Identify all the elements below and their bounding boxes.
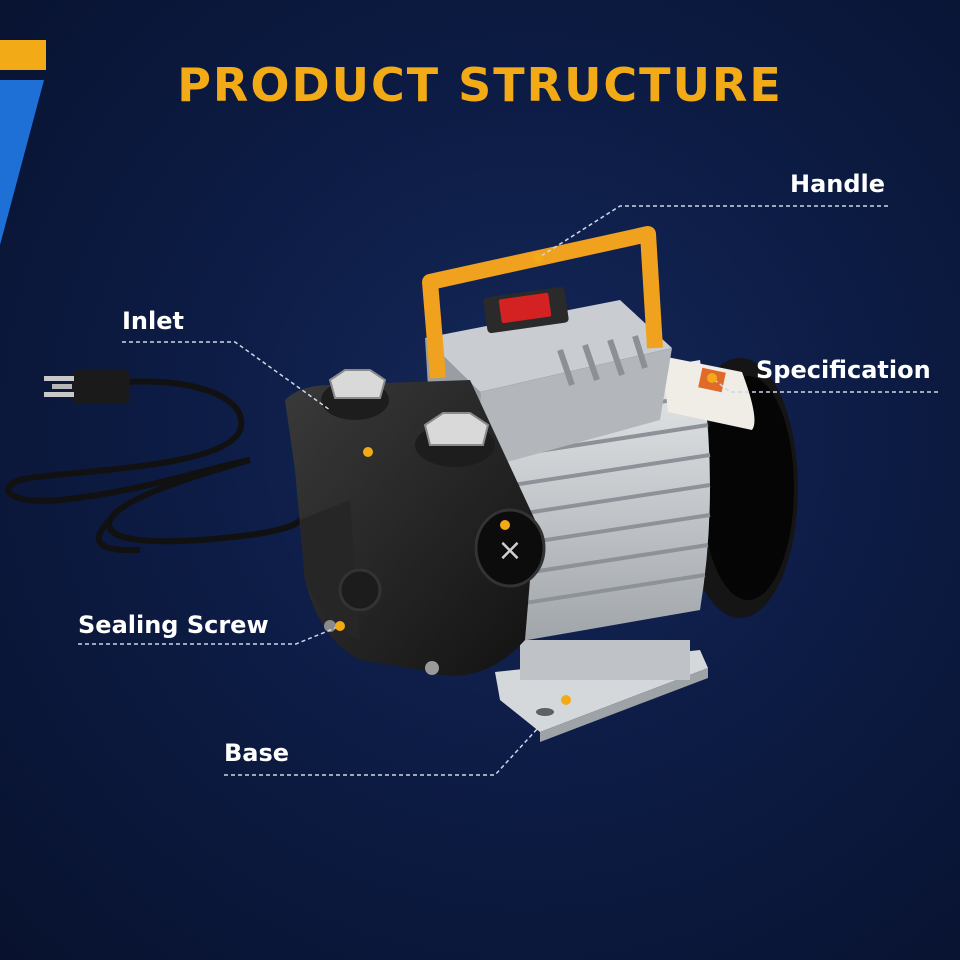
label-handle: Handle — [790, 170, 886, 198]
outlet-fitting — [415, 412, 495, 467]
label-sealing-screw: Sealing Screw — [78, 611, 269, 639]
svg-text:×: × — [497, 533, 522, 568]
corner-accent — [0, 40, 46, 245]
outlet-cap — [474, 508, 546, 588]
specification-plate — [662, 356, 755, 430]
callout-dot-inlet — [363, 447, 373, 457]
power-cord — [5, 378, 307, 554]
callout-dot-specification — [707, 373, 717, 383]
leader-line-handle — [537, 205, 888, 259]
leader-lines — [78, 205, 938, 776]
label-inlet: Inlet — [122, 307, 184, 335]
callout-dots — [335, 253, 717, 705]
page-title: PRODUCT STRUCTURE — [177, 58, 783, 112]
mounting-base — [495, 640, 708, 742]
callout-dot-outlet — [500, 520, 510, 530]
callout-dot-sealing-screw — [335, 621, 345, 631]
plug-icon — [44, 370, 130, 404]
inlet-fitting — [321, 369, 389, 420]
label-specification: Specification — [756, 356, 931, 384]
callout-dot-base — [561, 695, 571, 705]
label-base: Base — [224, 739, 290, 767]
leader-line-inlet — [122, 341, 331, 411]
sealing-screw — [324, 620, 336, 632]
leader-line-sealing-screw — [78, 625, 341, 645]
callout-dot-handle — [533, 253, 543, 263]
